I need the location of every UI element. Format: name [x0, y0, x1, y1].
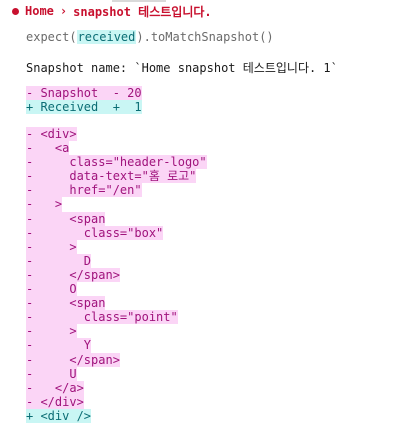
received-count: + Received + 1 — [26, 100, 142, 115]
diff-line: - </a> — [26, 380, 84, 395]
chevron-right-icon: › — [59, 4, 68, 18]
diff-line: - <a — [26, 141, 70, 156]
diff-line: - > — [26, 324, 77, 339]
diff-line: - D — [26, 253, 92, 268]
diff-line: - </span> — [26, 267, 120, 283]
failed-test-header: Home › snapshot 테스트입니다. — [12, 2, 212, 20]
diff-line: - O — [26, 282, 77, 297]
diff-line: - > — [26, 239, 77, 254]
diff-line: - U — [26, 366, 77, 381]
suite-name: Home — [25, 4, 54, 18]
diff-line: - data-text="홈 로고" — [26, 169, 197, 184]
diff-line: - </div> — [26, 394, 84, 409]
diff-line: - class="header-logo" — [26, 155, 207, 170]
test-name: snapshot 테스트입니다. — [73, 4, 212, 19]
diff-line: - class="point" — [26, 310, 178, 325]
diff-line: - <span — [26, 296, 106, 311]
snapshot-count: - Snapshot - 20 — [26, 86, 142, 100]
assertion-received: received — [76, 30, 137, 44]
diff-counts: - Snapshot - 20 + Received + 1 — [26, 86, 142, 115]
fail-dot-icon — [12, 7, 19, 15]
diff-line: - href="/en" — [26, 183, 142, 198]
diff-line: - </span> — [26, 352, 120, 367]
assertion-prefix: expect( — [26, 30, 77, 44]
diff-line: - Y — [26, 338, 92, 353]
diff-line: + <div /> — [26, 408, 92, 423]
diff-line: - class="box" — [26, 225, 164, 240]
assertion-suffix: ).toMatchSnapshot() — [136, 30, 274, 44]
snapshot-name: Snapshot name: `Home snapshot 테스트입니다. 1` — [26, 61, 338, 75]
top-divider — [112, 0, 166, 2]
diff-line: - <span — [26, 211, 106, 226]
assertion-line: expect(received).toMatchSnapshot() — [26, 30, 274, 44]
diff-line: - > — [26, 197, 63, 212]
diff-line: - <div> — [26, 127, 77, 142]
snapshot-diff: - <div> - <a - class="header-logo" - dat… — [26, 127, 207, 423]
